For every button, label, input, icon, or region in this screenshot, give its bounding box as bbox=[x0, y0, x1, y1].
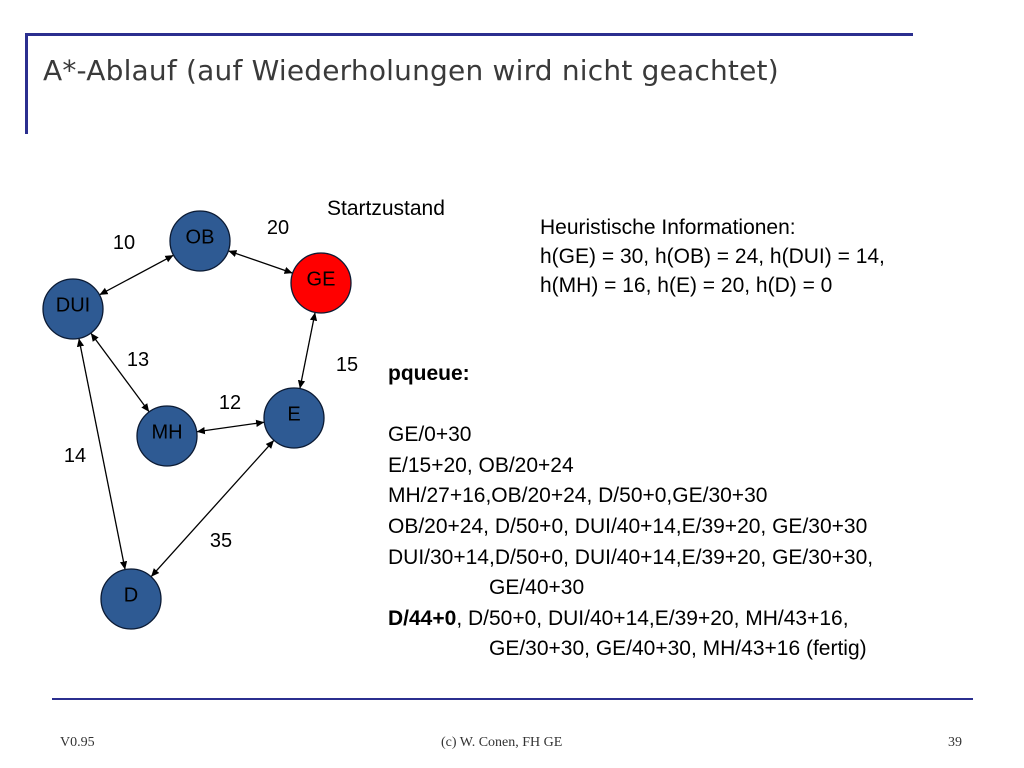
pqueue-row: E/15+20, OB/20+24 bbox=[388, 453, 574, 477]
footer-page-number: 39 bbox=[948, 735, 962, 750]
heuristics-heading: Heuristische Informationen: bbox=[540, 216, 796, 239]
edge-dui-d bbox=[76, 338, 128, 570]
pqueue-title: pqueue: bbox=[388, 362, 470, 385]
node-label-d: D bbox=[124, 584, 138, 606]
heuristics-line: h(GE) = 30, h(OB) = 24, h(DUI) = 14, bbox=[540, 245, 885, 268]
start-state-label: Startzustand bbox=[327, 197, 445, 220]
footer-copyright: (c) W. Conen, FH GE bbox=[441, 735, 563, 750]
heuristics-line: h(MH) = 16, h(E) = 20, h(D) = 0 bbox=[540, 274, 833, 297]
edge-ge-e bbox=[297, 312, 318, 389]
pqueue-row: OB/20+24, D/50+0, DUI/40+14,E/39+20, GE/… bbox=[388, 514, 868, 538]
edge-weight-label: 15 bbox=[336, 354, 358, 376]
node-dui bbox=[42, 278, 104, 340]
edge-dui-mh bbox=[90, 332, 150, 413]
pqueue-final-row: D/44+0, D/50+0, DUI/40+14,E/39+20, MH/43… bbox=[388, 604, 873, 635]
footer-version: V0.95 bbox=[60, 735, 95, 750]
pqueue-row: GE/0+30 bbox=[388, 423, 472, 447]
node-e bbox=[263, 387, 325, 449]
pqueue-spacer bbox=[388, 390, 873, 421]
edge-weight-label: 13 bbox=[127, 349, 149, 371]
node-ge bbox=[290, 252, 352, 314]
edge-weight-label: 12 bbox=[219, 392, 241, 414]
bottom-rule bbox=[52, 698, 973, 700]
pqueue-final-rest: , D/50+0, DUI/40+14,E/39+20, MH/43+16, bbox=[456, 606, 849, 630]
edge-ob-ge bbox=[228, 250, 293, 274]
pqueue-row-continuation: GE/40+30 bbox=[489, 576, 585, 600]
node-mh bbox=[136, 405, 198, 467]
node-label-dui: DUI bbox=[56, 294, 90, 316]
left-rule bbox=[25, 33, 28, 134]
edge-weight-label: 20 bbox=[267, 217, 289, 239]
node-label-ob: OB bbox=[186, 226, 215, 248]
edge-weight-label: 14 bbox=[64, 445, 86, 467]
edge-ob-dui bbox=[99, 254, 174, 296]
edge-mh-e bbox=[196, 419, 265, 435]
slide-title: A*-Ablauf (auf Wiederholungen wird nicht… bbox=[43, 54, 779, 87]
pqueue-goal-entry: D/44+0 bbox=[388, 606, 457, 630]
edge-weight-label: 35 bbox=[210, 530, 232, 552]
edge-weight-label: 10 bbox=[113, 232, 135, 254]
pqueue-block: pqueue: GE/0+30 E/15+20, OB/20+24 MH/27+… bbox=[388, 359, 873, 665]
heuristics-block: Heuristische Informationen: h(GE) = 30, … bbox=[540, 213, 885, 300]
node-label-e: E bbox=[287, 403, 300, 425]
pqueue-row: MH/27+16,OB/20+24, D/50+0,GE/30+30 bbox=[388, 484, 768, 508]
node-label-mh: MH bbox=[151, 421, 182, 443]
pqueue-row: DUI/30+14,D/50+0, DUI/40+14,E/39+20, GE/… bbox=[388, 545, 874, 569]
edge-e-d bbox=[150, 439, 275, 578]
node-label-ge: GE bbox=[307, 268, 336, 290]
node-d bbox=[100, 568, 162, 630]
top-rule bbox=[25, 33, 913, 36]
pqueue-row-continuation: GE/30+30, GE/40+30, MH/43+16 (fertig) bbox=[489, 637, 867, 661]
node-ob bbox=[169, 210, 231, 272]
